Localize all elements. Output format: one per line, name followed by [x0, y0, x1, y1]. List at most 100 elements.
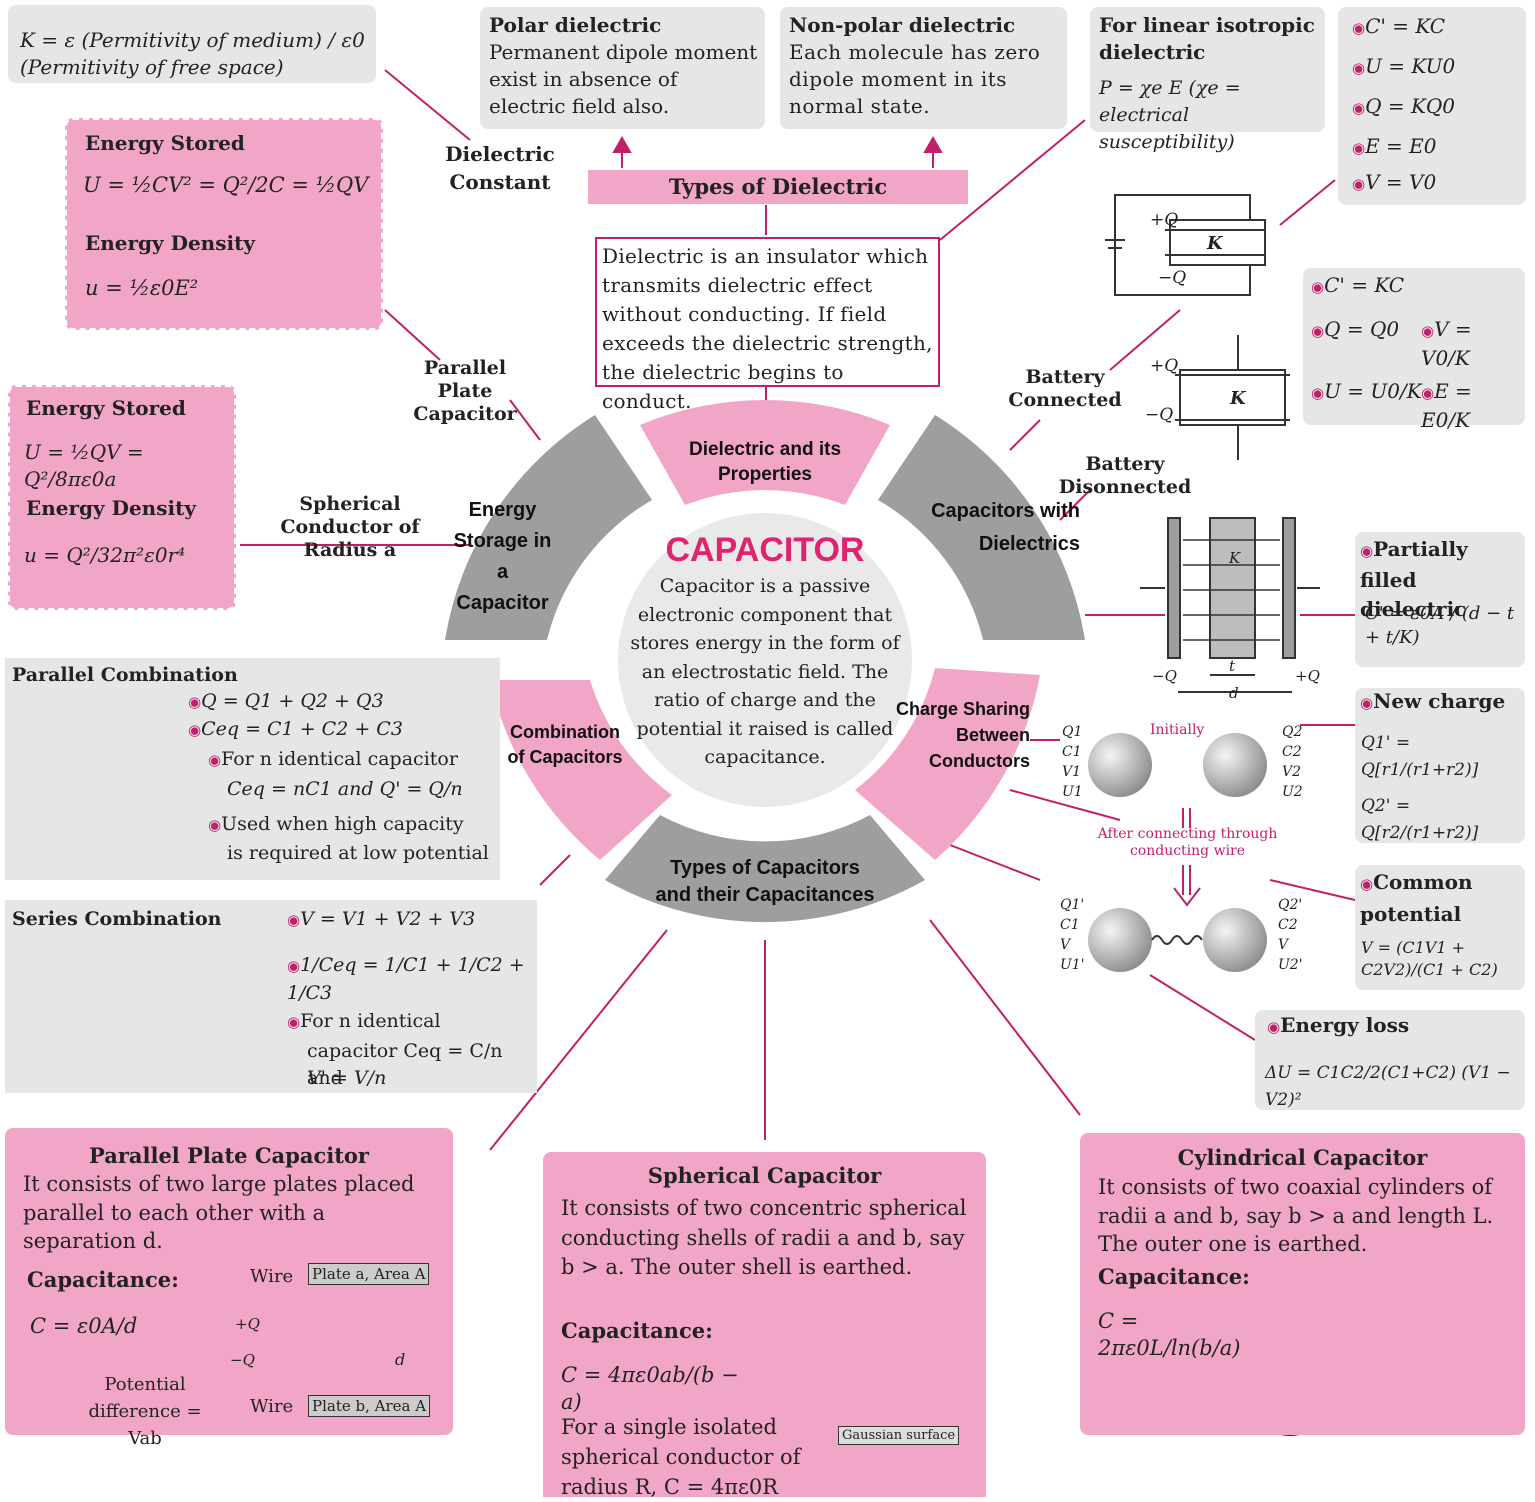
- sharing-initially: Initially: [1150, 722, 1205, 738]
- center-title: CAPACITOR: [665, 531, 865, 569]
- energy-stored-title: Energy Stored: [85, 131, 245, 155]
- common-potential-formula: V = (C1V1 + C2V2)/(C1 + C2): [1361, 938, 1498, 979]
- label-v1: V1: [1062, 764, 1082, 780]
- polar-text: Permanent dipole moment exist in absence…: [489, 40, 758, 118]
- nonpolar-text: Each molecule has zero dipole moment in …: [789, 40, 1041, 118]
- charge-sharing-spheres: [1088, 733, 1267, 972]
- energy-loss-formula: ΔU = C1C2/2(C1+C2) (V1 − V2)²: [1265, 1063, 1511, 1110]
- cyl-title: Cylindrical Capacitor: [1177, 1145, 1428, 1170]
- label-u2: U2: [1282, 784, 1303, 800]
- series-item-ceq: 1/Ceq = 1/C1 + 1/C2 + 1/C3: [287, 952, 537, 1007]
- pp-plus-q: +Q: [235, 1315, 260, 1333]
- label-q1p: Q1': [1060, 897, 1085, 913]
- result-field: E = E0: [1352, 133, 1436, 162]
- center-description: Capacitor is a passive electronic compon…: [630, 575, 900, 768]
- result-energy: U = KU0: [1352, 53, 1455, 82]
- pp-capacitance-label: Capacitance:: [27, 1267, 179, 1292]
- pp-d: d: [395, 1350, 406, 1369]
- new-charge-formula-1: Q1' = Q[r1/(r1+r2)]: [1361, 733, 1479, 780]
- series-item-n: For n identical: [287, 1008, 440, 1036]
- energy-stored-formula: U = ½CV² = Q²/2C = ½QV: [83, 173, 369, 197]
- series-item-n3: V' = V/n: [307, 1067, 387, 1089]
- series-item-n2: capacitor Ceq = C/n and: [307, 1040, 503, 1089]
- sph-gaussian-surface: Gaussian surface: [838, 1426, 960, 1445]
- series-combination-box: Series Combination V = V1 + V2 + V3 1/Ce…: [5, 900, 537, 1093]
- label-q1: Q1: [1062, 724, 1083, 740]
- label-q2p: Q2': [1278, 897, 1303, 913]
- dielectric-definition: Dielectric is an insulator which transmi…: [602, 244, 933, 413]
- linear-isotropic-box: For linear isotropic dielectric P = χe E…: [1090, 7, 1325, 153]
- parallel-item-charge: Q = Q1 + Q2 + Q3: [188, 688, 384, 716]
- label-c1b: C1: [1060, 917, 1080, 933]
- cyl-formula: C = 2πε0L/ln(b/a): [1098, 1309, 1241, 1360]
- parallel-item-use2: is required at low potential: [227, 842, 489, 864]
- partially-filled-title: Partially filled dielectric: [1360, 535, 1522, 624]
- cap-battery-connected-icon: [1105, 194, 1266, 296]
- segment-dielectric-properties[interactable]: Dielectric and its Properties: [688, 439, 842, 485]
- pp-title: Parallel Plate Capacitor: [88, 1143, 369, 1168]
- nonpolar-dielectric-box: Non-polar dielectric Each molecule has z…: [780, 7, 1067, 129]
- slab-capacitor-icon: [1140, 517, 1320, 693]
- dielectric-arrows: [612, 135, 943, 168]
- battery-disconnected-label: Battery Disonnected: [1058, 453, 1192, 498]
- cap2-plus-q: +Q: [1150, 356, 1179, 376]
- segment-types-of-capacitors[interactable]: Types of Capacitors and their Capacitanc…: [655, 857, 875, 906]
- partially-filled-formula: C' = ε0A / (d − t + t/K): [1365, 603, 1515, 648]
- pp-plate-b: Plate b, Area A: [308, 1395, 431, 1417]
- sph-energy-stored-formula: U = ½QV = Q²/8πε0a: [24, 440, 144, 491]
- result-voltage: V = V0: [1352, 169, 1436, 198]
- label-q2: Q2: [1282, 724, 1303, 740]
- label-c2: C2: [1282, 744, 1302, 760]
- series-item-voltage: V = V1 + V2 + V3: [287, 906, 475, 934]
- label-u1p: U1': [1060, 957, 1085, 973]
- pp-formula: C = ε0A/d: [30, 1314, 138, 1338]
- pp-text: It consists of two large plates placed p…: [23, 1172, 415, 1253]
- cylindrical-capacitor-card: Cylindrical Capacitor It consists of two…: [1080, 1133, 1525, 1435]
- label-u2p: U2': [1278, 957, 1303, 973]
- spherical-energy-label: Spherical Conductor of Radius a: [280, 493, 420, 561]
- pp-wire-top: Wire: [250, 1266, 294, 1287]
- segment-capacitors-with-dielectrics[interactable]: Capacitors with Dielectrics: [931, 500, 1080, 555]
- sph-energy-density-title: Energy Density: [26, 496, 196, 520]
- sph-text2: For a single isolated spherical conducto…: [561, 1415, 801, 1499]
- cap-k-label: K: [1207, 233, 1223, 254]
- sph-title: Spherical Capacitor: [647, 1163, 882, 1188]
- cap-battery-disconnected-icon: [1175, 335, 1290, 460]
- sph-text: It consists of two concentric spherical …: [561, 1196, 967, 1279]
- disc-field: E = E0/K: [1421, 378, 1525, 434]
- segment-energy-storage[interactable]: Energy Storage in a Capacitor: [453, 499, 552, 614]
- sph-energy-stored-title: Energy Stored: [26, 396, 186, 420]
- series-title: Series Combination: [12, 908, 222, 930]
- polar-title: Polar dielectric: [489, 13, 662, 37]
- disc-energy: U = U0/K: [1311, 378, 1422, 407]
- pp-plate-a: Plate a, Area A: [308, 1263, 430, 1285]
- result-charge: Q = KQ0: [1352, 93, 1455, 122]
- label-v: V: [1060, 937, 1071, 953]
- segment-charge-sharing[interactable]: Charge Sharing Between Conductors: [895, 699, 1030, 771]
- disc-charge: Q = Q0: [1311, 316, 1399, 345]
- label-c2b: C2: [1278, 917, 1298, 933]
- connector-lines: [240, 69, 1356, 1151]
- dielectric-constant-label: Dielectric Constant: [445, 142, 555, 194]
- linear-isotropic-formula: P = χe E (χe = electrical susceptibility…: [1099, 77, 1241, 153]
- dielectric-definition-box: Dielectric is an insulator which transmi…: [595, 237, 940, 413]
- energy-loss-box: Energy loss ΔU = C1C2/2(C1+C2) (V1 − V2)…: [1255, 1010, 1525, 1110]
- cap-minus-q: −Q: [1158, 268, 1187, 288]
- slab-minus-q: −Q: [1152, 667, 1177, 685]
- parallel-combination-box: Parallel Combination Q = Q1 + Q2 + Q3 Ce…: [5, 658, 500, 880]
- sph-energy-density-formula: u = Q²/32π²ε0r⁴: [24, 543, 186, 567]
- sharing-after: After connecting through conducting wire: [1097, 826, 1278, 859]
- energy-density-formula: u = ½ε0E²: [85, 276, 199, 300]
- segment-combination[interactable]: Combination of Capacitors: [507, 722, 623, 767]
- slab-d-label: d: [1229, 684, 1239, 702]
- slab-plus-q: +Q: [1295, 667, 1320, 685]
- types-of-dielectric-banner: Types of Dielectric: [588, 170, 968, 204]
- slab-k-label: K: [1229, 549, 1241, 567]
- common-potential-box: Common potential V = (C1V1 + C2V2)/(C1 +…: [1355, 865, 1525, 990]
- polar-dielectric-box: Polar dielectric Permanent dipole moment…: [480, 7, 765, 129]
- new-charge-box: New charge Q1' = Q[r1/(r1+r2)] Q2' = Q[r…: [1355, 688, 1525, 843]
- sph-capacitance-label: Capacitance:: [561, 1318, 713, 1343]
